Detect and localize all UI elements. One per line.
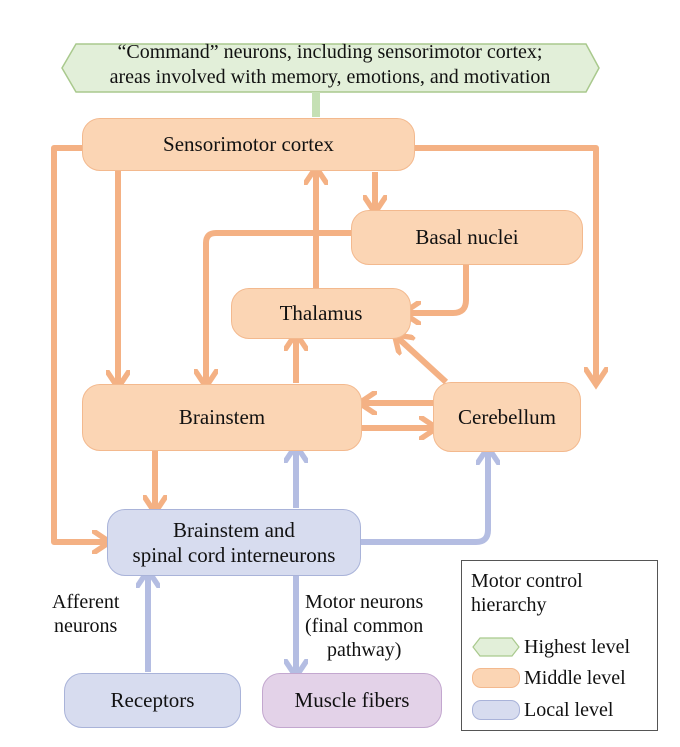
arrow-basal-nuclei-to-thalamus [408, 264, 469, 313]
legend: Motor control hierarchy Highest level Mi… [461, 560, 658, 731]
afferent-neurons-label: Afferent neurons [52, 590, 119, 638]
motor-neurons-label: Motor neurons (final common pathway) [305, 590, 423, 662]
motor-label-line3: pathway) [326, 639, 402, 661]
legend-label-middle: Middle level [524, 667, 626, 689]
command-neurons-text: “Command” neurons, including sensorimoto… [60, 40, 600, 90]
arrow-cortex-to-cerebellum [413, 145, 596, 380]
sensorimotor-cortex-node: Sensorimotor cortex [82, 118, 415, 171]
legend-swatch-middle [472, 668, 520, 688]
muscle-fibers-label: Muscle fibers [294, 688, 410, 712]
motor-label-line1: Motor neurons [305, 591, 424, 613]
command-neurons-line1: “Command” neurons, including sensorimoto… [117, 41, 543, 63]
thalamus-node: Thalamus [231, 288, 411, 339]
legend-title-line2: hierarchy [471, 594, 547, 616]
interneurons-label-line1: Brainstem and [173, 517, 295, 542]
motor-label-line2: (final common [305, 615, 424, 637]
sensorimotor-cortex-label: Sensorimotor cortex [163, 132, 334, 156]
basal-nuclei-node: Basal nuclei [351, 210, 583, 265]
thalamus-label: Thalamus [279, 301, 363, 325]
receptors-node: Receptors [64, 673, 241, 728]
legend-swatch-highest [472, 637, 520, 657]
legend-swatch-local [472, 700, 520, 720]
afferent-label-line2: neurons [54, 615, 118, 637]
cerebellum-node: Cerebellum [433, 382, 581, 452]
arrow-interneurons-to-cerebellum [360, 452, 488, 545]
arrow-basal-nuclei-to-brainstem [206, 230, 352, 382]
legend-label-local: Local level [524, 699, 614, 721]
cerebellum-label: Cerebellum [458, 404, 556, 429]
legend-title: Motor control hierarchy [471, 569, 583, 617]
brainstem-node: Brainstem [82, 384, 362, 451]
command-neurons-box [61, 43, 600, 93]
arrow-cerebellum-to-thalamus [398, 338, 449, 385]
interneurons-label-line2: spinal cord interneurons [132, 542, 336, 567]
legend-label-highest: Highest level [524, 636, 631, 658]
basal-nuclei-label: Basal nuclei [415, 225, 519, 249]
brainstem-label: Brainstem [178, 405, 266, 429]
receptors-label: Receptors [110, 688, 195, 712]
afferent-label-line1: Afferent [52, 591, 120, 613]
interneurons-node: Brainstem and spinal cord interneurons [107, 509, 361, 576]
muscle-fibers-node: Muscle fibers [262, 673, 442, 728]
arrow-cortex-to-interneurons [51, 145, 105, 542]
command-neurons-line2: areas involved with memory, emotions, an… [109, 66, 551, 88]
legend-title-line1: Motor control [471, 570, 583, 592]
